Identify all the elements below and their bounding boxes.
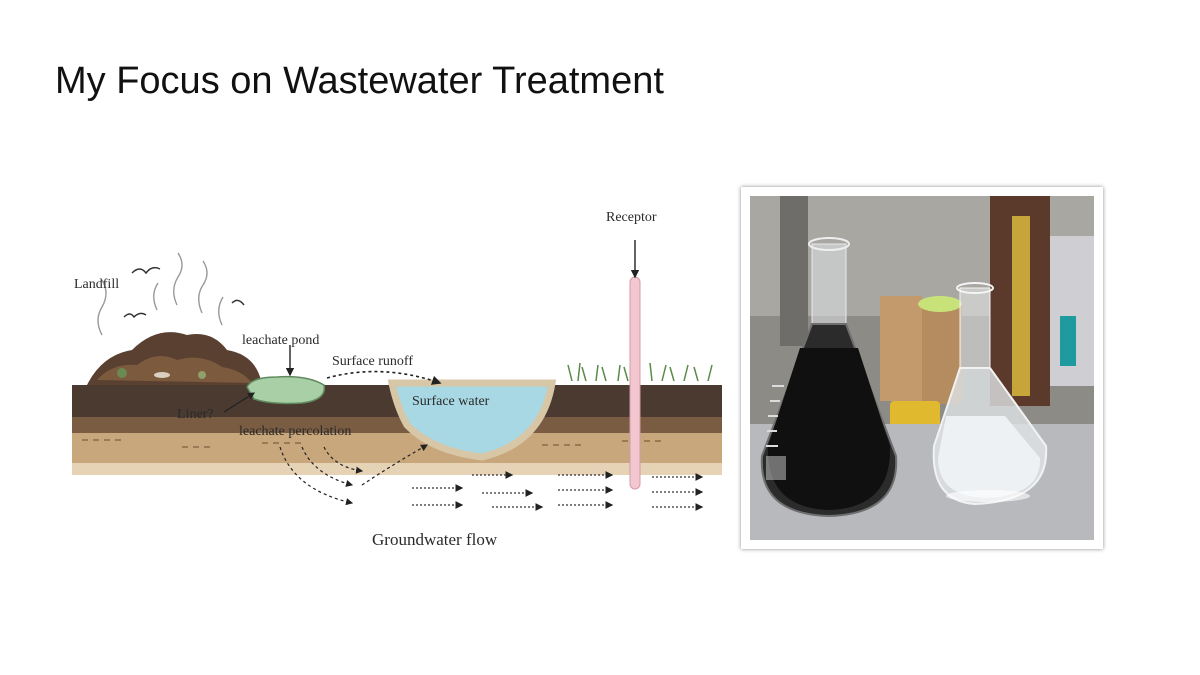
label-surface-runoff: Surface runoff bbox=[332, 354, 413, 369]
label-liner: Liner? bbox=[177, 407, 214, 422]
surface-runoff-arrow bbox=[326, 370, 442, 385]
slide-title: My Focus on Wastewater Treatment bbox=[55, 60, 664, 102]
grass bbox=[567, 362, 713, 382]
landfill-heap bbox=[87, 332, 262, 385]
landfill-leachate-diagram: Landfill leachate pond Surface runoff Su… bbox=[62, 185, 722, 555]
leachate-pond bbox=[246, 375, 326, 405]
label-receptor: Receptor bbox=[606, 210, 657, 225]
label-groundwater-flow: Groundwater flow bbox=[372, 530, 498, 549]
label-surface-water: Surface water bbox=[412, 394, 490, 409]
clear-flask bbox=[932, 282, 1048, 506]
bird-icons bbox=[123, 266, 245, 319]
receptor-well bbox=[629, 276, 641, 490]
label-leachate-percolation: leachate percolation bbox=[239, 424, 351, 439]
landfill-fumes bbox=[97, 252, 224, 336]
label-leachate-pond: leachate pond bbox=[242, 333, 319, 348]
percolation-arrows bbox=[279, 444, 429, 506]
surface-water bbox=[387, 379, 557, 461]
groundwater-flow-arrows bbox=[412, 471, 704, 511]
label-landfill: Landfill bbox=[74, 277, 119, 292]
flasks-photo bbox=[741, 187, 1103, 549]
dark-flask bbox=[760, 237, 898, 518]
liner-arrow bbox=[223, 392, 256, 413]
